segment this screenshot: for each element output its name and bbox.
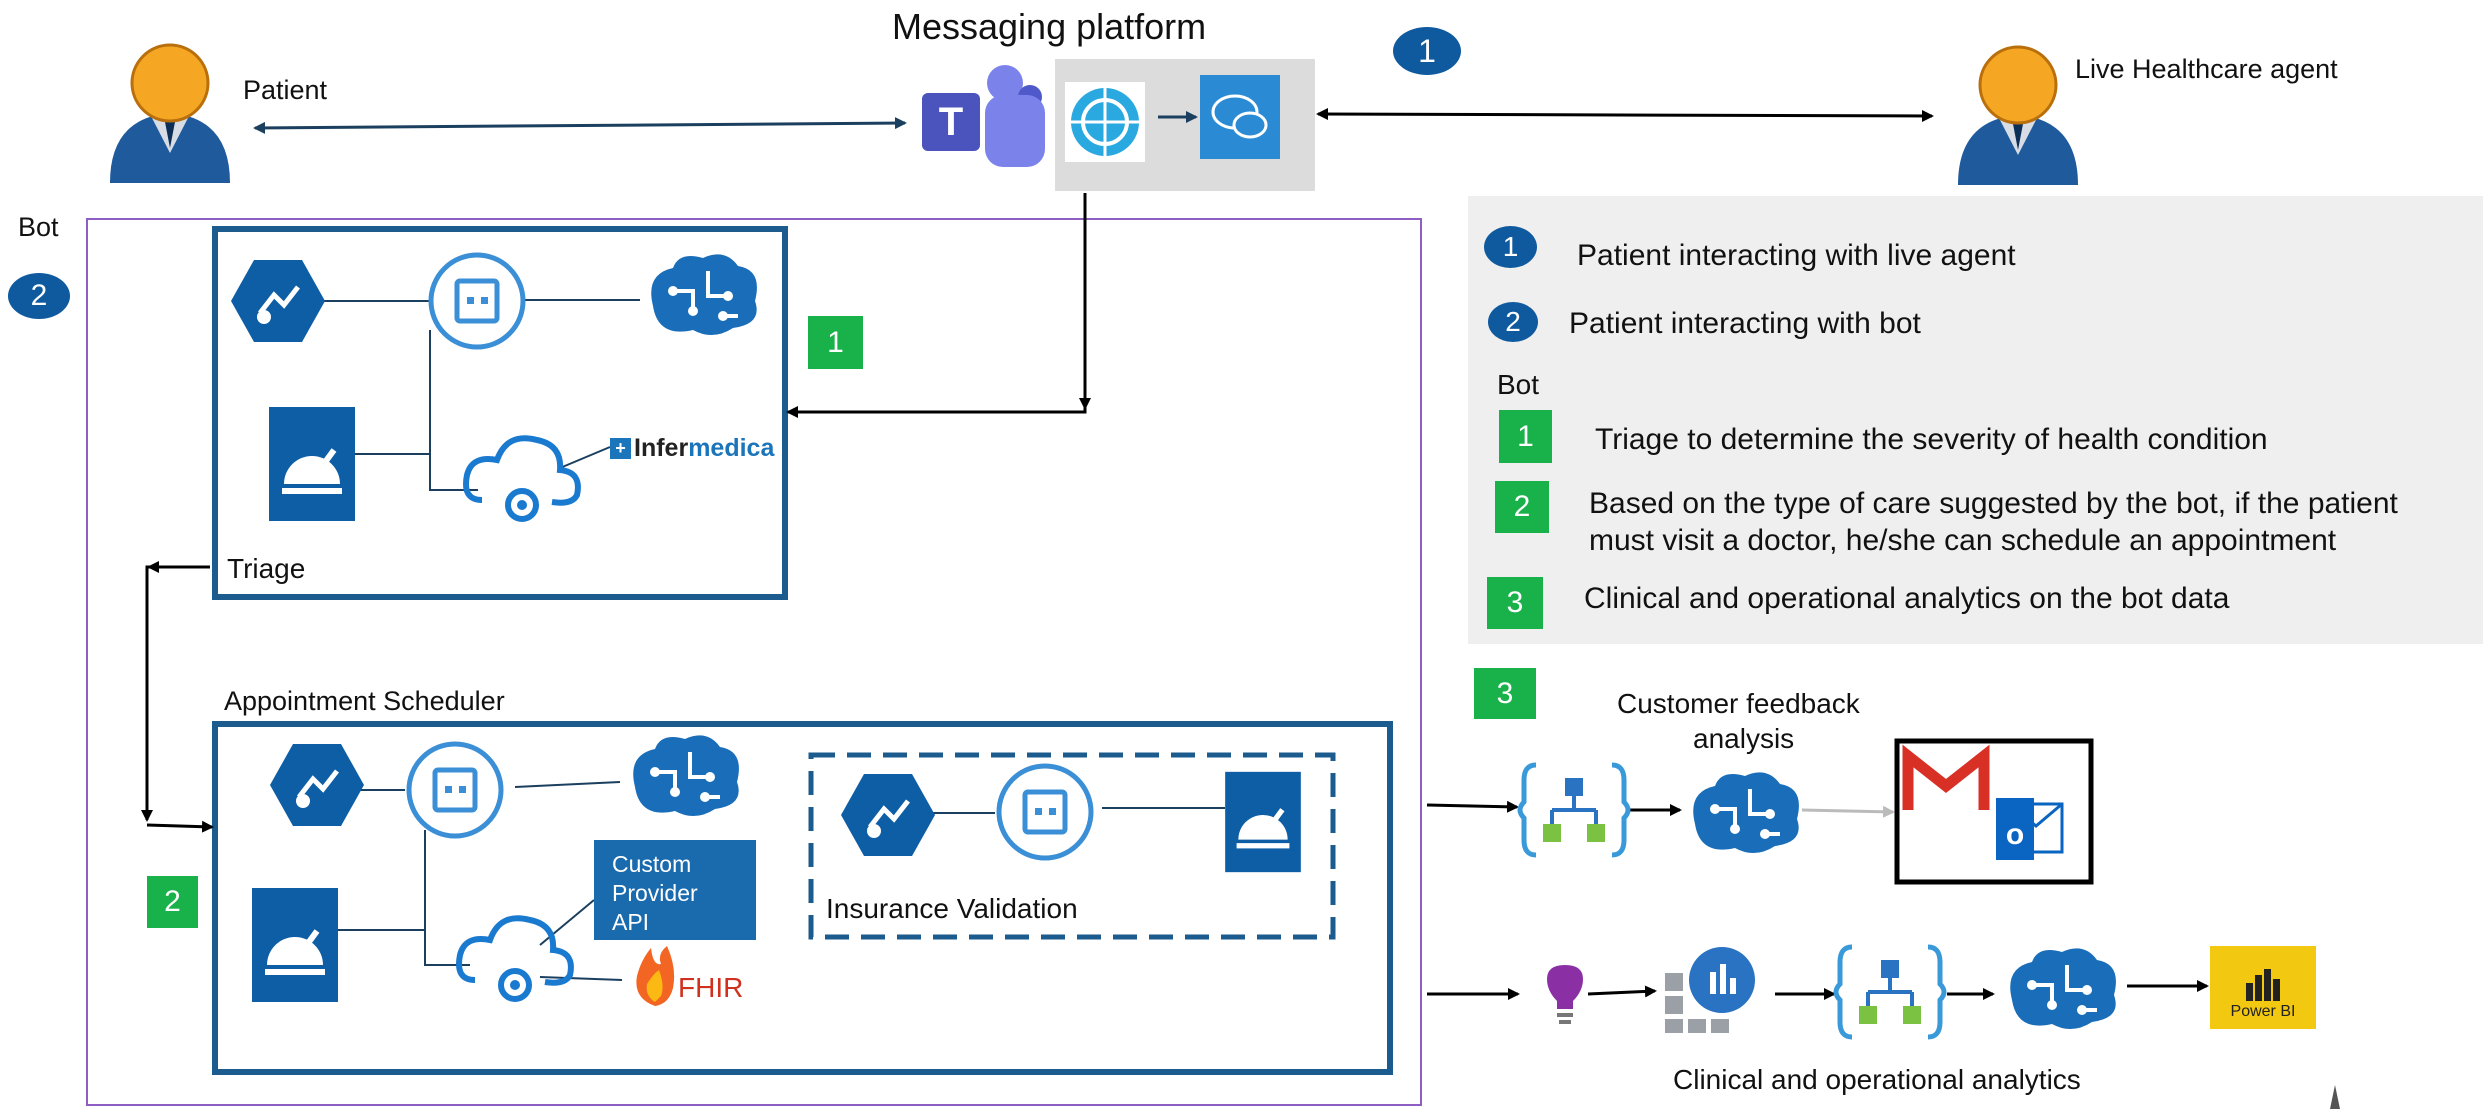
platform-agent-arrow [1316, 108, 1934, 122]
ml-icon [231, 260, 325, 342]
triage-badge: 1 [808, 316, 863, 369]
legend-bot-text-1: Triage to determine the severity of heal… [1595, 423, 2268, 456]
agent-avatar-icon [1956, 45, 2080, 187]
bot-icon [409, 744, 501, 836]
corner-decoration [2330, 1085, 2340, 1109]
feedback-label-2: analysis [1693, 723, 1795, 754]
patient-avatar-icon [108, 43, 232, 185]
triage-connectors [322, 299, 640, 491]
clinical-arrow-2 [1587, 985, 1657, 998]
triage-scheduler-arrow [141, 565, 210, 822]
brain-icon [649, 252, 759, 338]
scheduler-label: Appointment Scheduler [224, 686, 505, 716]
insurance-label: Insurance Validation [826, 893, 1078, 924]
svg-text:o: o [2006, 818, 2024, 851]
outlook-icon: o [1996, 798, 2064, 860]
scheduler-connectors [335, 781, 1225, 981]
logic-apps-icon [1520, 765, 1628, 855]
analytics-icon [1665, 947, 1755, 1033]
svg-text:T: T [939, 100, 963, 144]
fhir-label: FHIR [678, 972, 744, 1003]
bot-badge: 2 [8, 273, 70, 319]
legend-bot-heading: Bot [1497, 369, 1540, 400]
web-chat-icon [1200, 75, 1280, 159]
legend-badge-1: 1 [1484, 226, 1537, 268]
triage-box [212, 226, 788, 600]
legend-text-1: Patient interacting with live agent [1577, 239, 2016, 272]
insurance-box [808, 752, 1336, 940]
legend-green-1: 1 [1499, 410, 1552, 463]
platform-badge: 1 [1393, 27, 1461, 75]
powerbi-bars-icon [2246, 969, 2280, 1001]
bot-service-icon [1065, 82, 1145, 162]
brain-icon [1691, 770, 1801, 856]
lightbulb-icon [1547, 965, 1583, 1024]
legend-bot-text-2a: Based on the type of care suggested by t… [1589, 487, 2398, 520]
platform-triage-arrow [786, 193, 1087, 418]
bot-container [86, 218, 1422, 1106]
feedback-label-1: Customer feedback [1617, 688, 1860, 719]
scheduler-badge: 2 [147, 876, 198, 928]
brain-icon [2008, 946, 2118, 1032]
logic-apps-icon [1836, 947, 1944, 1037]
bot-icon [431, 255, 523, 347]
page-title: Messaging platform [892, 6, 1207, 47]
triage-label: Triage [227, 553, 306, 584]
speech-gauge-icon [252, 888, 338, 1002]
patient-teams-arrow [253, 117, 907, 134]
legend-panel [1468, 196, 2483, 644]
speech-gauge-icon [1225, 772, 1301, 872]
scheduler-box [212, 721, 1393, 1075]
bot-label: Bot [18, 212, 59, 242]
feedback-arrow-1 [1426, 800, 1519, 813]
gmail-icon [1902, 744, 1990, 810]
legend-text-2: Patient interacting with bot [1569, 307, 1921, 340]
clinical-label: Clinical and operational analytics [1673, 1064, 2081, 1095]
plus-icon: + [610, 438, 631, 459]
cloud-api-icon [459, 918, 571, 999]
legend-green-2: 2 [1495, 481, 1549, 533]
teams-icon: T [922, 65, 1045, 167]
custom-provider-api: Custom Provider API [594, 840, 756, 940]
agent-label: Live Healthcare agent [2075, 54, 2338, 84]
legend-badge-2: 2 [1488, 302, 1538, 342]
ml-icon [841, 774, 935, 856]
powerbi-label: Power BI [2230, 1003, 2296, 1020]
speech-gauge-icon [269, 407, 355, 521]
ml-icon [270, 744, 364, 826]
fhir-flame-icon [636, 946, 675, 1006]
legend-bot-text-2b: must visit a doctor, he/she can schedule… [1589, 524, 2337, 557]
patient-label: Patient [243, 75, 328, 105]
bot-icon [999, 766, 1091, 858]
feedback-arrow-3 [1801, 805, 1895, 818]
analytics-badge: 3 [1474, 668, 1536, 719]
brain-icon [631, 733, 741, 819]
powerbi-icon: Power BI [2210, 946, 2316, 1029]
legend-green-3: 3 [1487, 577, 1543, 629]
cloud-api-icon [466, 438, 578, 519]
legend-bot-text-3: Clinical and operational analytics on th… [1584, 582, 2230, 615]
